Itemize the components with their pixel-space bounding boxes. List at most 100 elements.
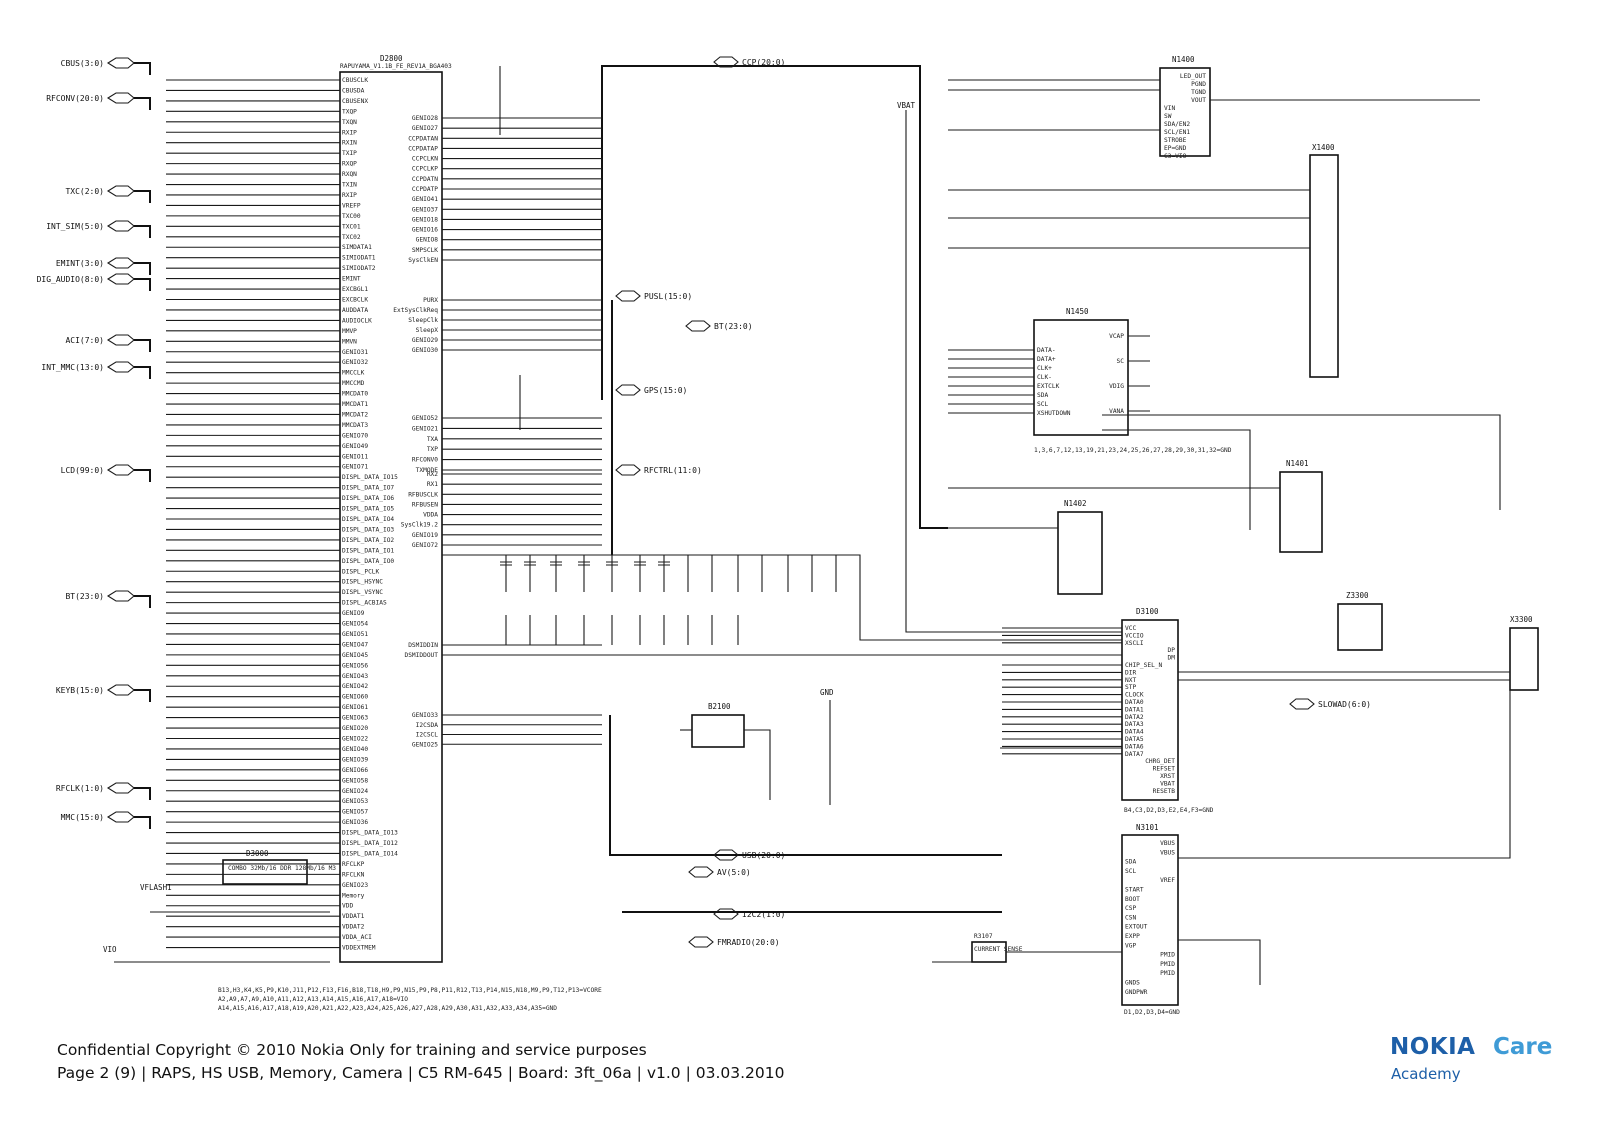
d2800-left-pin-33: MMCDAT3 — [342, 422, 368, 429]
n3101-ref: N3101 — [1136, 823, 1159, 832]
left-bus-tag-3 — [106, 220, 135, 232]
d2800-left-pin-31: MMCDAT1 — [342, 401, 368, 408]
d2800-left-pin-32: MMCDAT2 — [342, 411, 368, 418]
n1400-pin-8: STROBE — [1164, 137, 1187, 144]
x1400-ref: X1400 — [1312, 143, 1335, 152]
left-bus-7: INT_MMC(13:0) — [41, 363, 104, 372]
left-bus-wire-2 — [134, 190, 151, 203]
d2800-right-pin-10: GENIO18 — [412, 216, 438, 223]
left-bus-wire-9 — [134, 595, 151, 608]
d2800-left-pin-1: CBUSDA — [342, 87, 365, 94]
d2800-left-pin-68: GENIO24 — [342, 788, 368, 795]
d2800-left-pin-14: TXC01 — [342, 223, 361, 230]
left-bus-4: EMINT(3:0) — [56, 259, 104, 268]
z3300-body — [1337, 603, 1383, 651]
d2800-left-pin-27: GENIO32 — [342, 359, 368, 366]
wire-vdda-net — [442, 554, 1122, 641]
d2800-left-pin-23: AUDIOCLK — [342, 317, 372, 324]
d3100-pin-20: XRST — [1160, 773, 1175, 780]
d2800-right-pin-22: GENIO21 — [412, 425, 438, 432]
note-gnd: A14,A15,A16,A17,A18,A19,A20,A21,A22,A23,… — [218, 1005, 557, 1012]
d2800-right-pin-4: CCPCLKN — [412, 156, 438, 163]
n3101-pin-6: BOOT — [1125, 896, 1140, 903]
note-n3101-gnd: D1,D2,D3,D4=GND — [1124, 1009, 1180, 1016]
d2800-left-pin-16: SIMDATA1 — [342, 244, 372, 251]
left-bus-12: MMC(15:0) — [61, 813, 104, 822]
x3300-ref: X3300 — [1510, 615, 1533, 624]
left-bus-wire-4 — [134, 262, 151, 275]
n1450-pin-5: SDA — [1037, 392, 1048, 399]
d2800-left-pin-0: CBUSCLK — [342, 77, 368, 84]
x1400-body — [1309, 154, 1339, 378]
wire-vbus-net — [1178, 690, 1511, 859]
left-bus-11: RFCLK(1:0) — [56, 784, 104, 793]
d2800-left-pin-24: MMVP — [342, 328, 357, 335]
d3100-pin-4: DM — [1168, 655, 1176, 662]
d2800-right-pin-labels: GENIO28GENIO27CCPDATANCCPDATAPCCPCLKNCCP… — [393, 115, 602, 748]
d2800-left-pin-42: DISPL_DATA_IO4 — [342, 516, 394, 523]
d2800-right-pin-27: RX2 — [427, 471, 438, 478]
n3101-pin-5: START — [1125, 887, 1144, 894]
d2800-left-pin-2: CBUSENX — [342, 98, 368, 105]
n1450-pin-2: CLK+ — [1037, 365, 1052, 372]
n1402-body — [1057, 511, 1103, 595]
d2800-left-pin-78: Memory — [342, 892, 365, 899]
left-bus-3: INT_SIM(5:0) — [46, 222, 104, 231]
logo-care: Care — [1493, 1034, 1553, 1060]
d2800-left-pin-73: DISPL_DATA_IO12 — [342, 840, 398, 847]
d2800-left-pin-56: GENIO56 — [342, 662, 368, 669]
d2800-left-pin-75: RFCLKP — [342, 861, 365, 868]
wire-vana — [1102, 429, 1251, 530]
d2800-left-pin-45: DISPL_DATA_IO1 — [342, 547, 394, 554]
d3100-pin-7: NXT — [1125, 677, 1136, 684]
d3100-pin-21: VBAT — [1160, 780, 1175, 787]
left-bus-tag-1 — [106, 92, 135, 104]
d2800-left-pin-53: GENIO51 — [342, 631, 368, 638]
d2800-right-pin-34: GENIO72 — [412, 542, 438, 549]
d2800-left-pin-47: DISPL_PCLK — [342, 568, 380, 575]
d2800-right-pin-6: CCPDATN — [412, 176, 438, 183]
n1450-pin-3: CLK- — [1037, 374, 1052, 381]
left-bus-labels: CBUS(3:0)RFCONV(20:0)TXC(2:0)INT_SIM(5:0… — [37, 57, 151, 829]
right-bus-tag-7 — [713, 908, 739, 920]
d2800-right-pin-33: GENIO19 — [412, 532, 438, 539]
d3100-pin-22: RESETB — [1153, 788, 1176, 795]
d3100-pin-10: DATA0 — [1125, 699, 1144, 706]
d2800-left-pin-46: DISPL_DATA_IO0 — [342, 558, 394, 565]
n1450-pin-1: DATA+ — [1037, 356, 1056, 363]
n1400-body — [1159, 67, 1211, 157]
right-bus-labels: CCP(20:0)PUSL(15:0)BT(23:0)GPS(15:0)RFCT… — [615, 56, 1371, 948]
d2800-body — [339, 71, 443, 963]
vio-net-label: VIO — [103, 945, 117, 954]
d2800-right-pin-30: RFBUSEN — [412, 501, 438, 508]
left-bus-8: LCD(99:0) — [61, 466, 104, 475]
d2800-right-pin-21: GENIO52 — [412, 415, 438, 422]
left-bus-tag-0 — [106, 57, 135, 69]
n1400-pin-2: TGND — [1191, 89, 1206, 96]
n1400-pin-labels: LED_OUTPGNDTGNDVOUTVINSWSDA/EN2SCL/EN1ST… — [1164, 73, 1206, 160]
n1400-pin-4: VIN — [1164, 105, 1175, 112]
d2800-left-pin-71: GENIO36 — [342, 819, 368, 826]
d2800-left-pin-6: RXIN — [342, 140, 357, 147]
d3100-pin-18: CHRG_DET — [1145, 758, 1175, 765]
d2800-right-pin-24: TXP — [427, 446, 438, 453]
n3101-pin-14: PMID — [1160, 970, 1175, 977]
gnd-net-label: GND — [820, 688, 834, 697]
left-bus-wire-1 — [134, 97, 151, 110]
left-bus-1: RFCONV(20:0) — [46, 94, 104, 103]
r3107-ref: R3107 — [974, 933, 993, 940]
n3101-body — [1121, 834, 1179, 1006]
d2800-left-pin-18: SIMIODAT2 — [342, 265, 376, 272]
n3101-pin-2: SDA — [1125, 859, 1136, 866]
d3100-pin-15: DATA5 — [1125, 736, 1144, 743]
d2800-left-pin-58: GENIO42 — [342, 683, 368, 690]
d2800-ref: D2800 — [380, 54, 403, 63]
d2800-left-pin-4: TXQN — [342, 119, 357, 126]
left-bus-tag-11 — [106, 782, 135, 794]
d2800-left-pin-17: SIMIODAT1 — [342, 255, 376, 262]
n1450-pin-4: EXTCLK — [1037, 383, 1060, 390]
d2800-right-pin-19: GENIO29 — [412, 337, 438, 344]
d3100-pin-0: VCC — [1125, 625, 1136, 632]
n3101-pin-7: CSP — [1125, 905, 1136, 912]
left-bus-tag-10 — [106, 684, 135, 696]
